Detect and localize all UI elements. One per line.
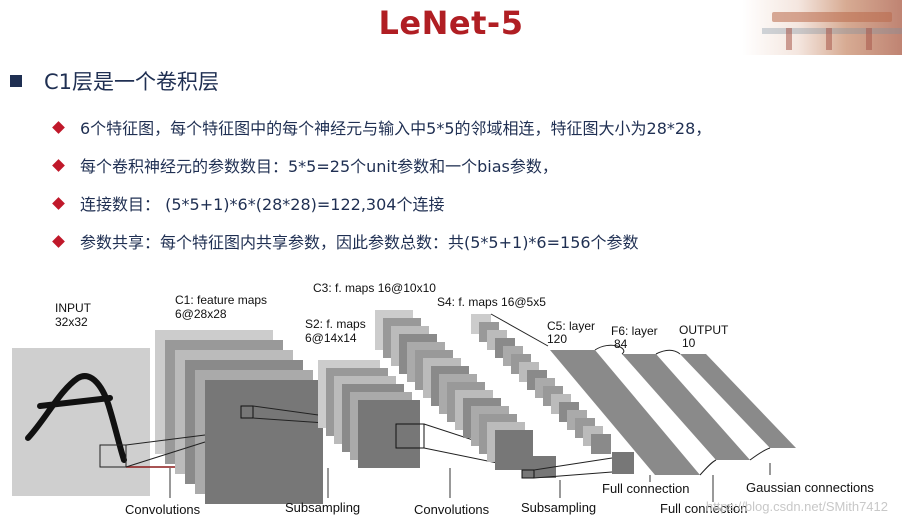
connection-line (533, 457, 613, 471)
connection-line (699, 459, 717, 476)
output-size: 10 (682, 336, 696, 350)
op-subsampling-2: Subsampling (521, 500, 596, 515)
c5-label: C5: layer (547, 319, 595, 333)
bullet-text: 每个卷积神经元的参数数目：5*5=25个unit参数和一个bias参数， (80, 157, 558, 176)
c3-feature-maps (375, 310, 533, 470)
f6-layer (622, 354, 750, 460)
feature-map (612, 452, 634, 474)
lenet-architecture-diagram: INPUT 32x32 C1: feature maps 6@28x28 C3:… (12, 281, 874, 517)
feature-map (358, 400, 420, 468)
op-convolutions-2: Convolutions (414, 502, 490, 517)
bullet-list: 6个特征图，每个特征图中的每个神经元与输入中5*5的邻域相连，特征图大小为28*… (52, 108, 712, 260)
list-item: 参数共享：每个特征图内共享参数，因此参数总数：共(5*5+1)*6=156个参数 (52, 222, 711, 260)
pillar-graphic (786, 28, 792, 50)
op-convolutions-1: Convolutions (125, 502, 201, 517)
list-item: 每个卷积神经元的参数数目：5*5=25个unit参数和一个bias参数， (52, 146, 711, 184)
receptive-field-box (240, 405, 254, 419)
pillar-graphic (866, 28, 872, 50)
output-label: OUTPUT (679, 323, 729, 337)
s4-feature-maps (471, 314, 634, 474)
op-full-connection-1: Full connection (602, 481, 689, 496)
receptive-field-box (395, 423, 425, 449)
connection-line (125, 441, 206, 468)
s2-feature-maps (318, 360, 425, 468)
input-image (12, 348, 150, 496)
connection-line (594, 344, 625, 355)
list-item: 连接数目： (5*5+1)*6*(28*28)=122,304个连接 (52, 184, 711, 222)
connection-line (749, 447, 771, 461)
handwritten-digit-stroke (37, 395, 113, 409)
diamond-bullet-icon (52, 158, 65, 172)
watermark: https://blog.csdn.net/SMith7412 (705, 499, 888, 514)
c1-size: 6@28x28 (175, 307, 227, 321)
feature-map (205, 380, 323, 504)
c1-label: C1: feature maps (175, 293, 267, 307)
c5-size: 120 (547, 332, 567, 346)
f6-label: F6: layer (611, 324, 658, 338)
connection-line (533, 471, 613, 479)
list-item: 6个特征图，每个特征图中的每个神经元与输入中5*5的邻域相连，特征图大小为28*… (52, 108, 712, 146)
beam-graphic (762, 28, 902, 34)
handwritten-digit (25, 373, 127, 463)
slide-title: LeNet-5 (378, 4, 524, 42)
c3-last-map (522, 456, 556, 478)
input-label: INPUT (55, 301, 92, 315)
f6-size: 84 (614, 337, 628, 351)
connection-line (655, 349, 681, 355)
receptive-field-box (99, 444, 127, 468)
diamond-bullet-icon (52, 234, 65, 248)
output-layer (680, 354, 796, 448)
square-bullet-icon (10, 75, 22, 87)
c3-label: C3: f. maps 16@10x10 (313, 281, 436, 295)
diamond-bullet-icon (52, 120, 65, 134)
bullet-text: 参数共享：每个特征图内共享参数，因此参数总数：共(5*5+1)*6=156个参数 (80, 233, 639, 252)
pillar-graphic (826, 28, 832, 50)
s4-label: S4: f. maps 16@5x5 (437, 295, 546, 309)
connection-line (125, 434, 206, 446)
c1-feature-maps (155, 330, 323, 504)
diamond-bullet-icon (52, 196, 65, 210)
op-subsampling-1: Subsampling (285, 500, 360, 515)
s2-size: 6@14x14 (305, 331, 357, 345)
c5-layer (550, 350, 700, 475)
receptive-field-box (521, 469, 535, 479)
bullet-text: 6个特征图，每个特征图中的每个神经元与输入中5*5的邻域相连，特征图大小为28*… (80, 119, 712, 138)
bullet-text: 连接数目： (5*5+1)*6*(28*28)=122,304个连接 (80, 195, 445, 214)
feature-map (591, 434, 611, 454)
header-decoration (742, 0, 902, 55)
section-heading-text: C1层是一个卷积层 (44, 70, 220, 94)
input-size: 32x32 (55, 315, 88, 329)
connection-line (490, 313, 549, 347)
op-gaussian-connections: Gaussian connections (746, 480, 874, 495)
s2-label: S2: f. maps (305, 317, 366, 331)
section-heading: C1层是一个卷积层 (10, 66, 219, 96)
roof-graphic (772, 12, 892, 22)
op-full-connection-2: Full connection (660, 501, 747, 516)
